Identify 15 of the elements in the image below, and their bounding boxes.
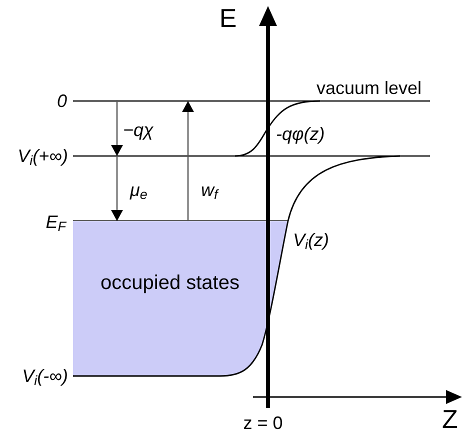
level-label: vacuum level: [316, 79, 422, 97]
quantity-label: μ$_{e}$: [130, 181, 148, 199]
quantity-label: −qχ: [123, 121, 154, 139]
filled-region: [73, 221, 290, 376]
axis-label: Z: [442, 406, 458, 432]
level-label: V$_{i}$(-∞): [22, 367, 68, 385]
axis-tick-label: z = 0: [243, 414, 283, 432]
level-label: V$_{i}$(+∞): [18, 147, 68, 165]
curve-label: V$_{i}$(z): [293, 231, 330, 249]
quantity-label: w$_{f}$: [201, 181, 218, 199]
axis-label: E: [219, 5, 237, 31]
level-label: 0: [56, 92, 67, 110]
region-label: occupied states: [100, 273, 240, 293]
quantity-label: -qφ(z): [276, 125, 325, 143]
level-label: E$_{F}$: [46, 213, 66, 231]
